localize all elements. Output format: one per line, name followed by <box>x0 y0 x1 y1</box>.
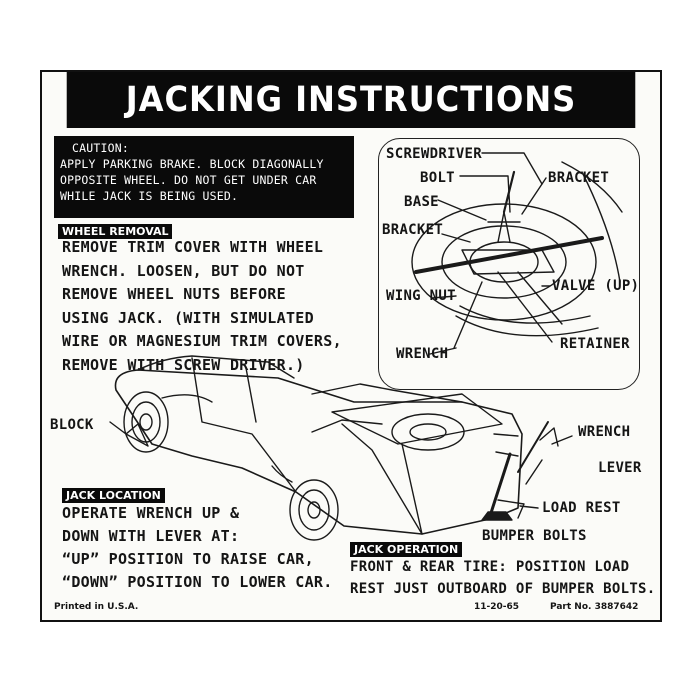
jack-location-line: DOWN WITH LEVER AT: <box>62 527 240 545</box>
caution-box: CAUTION: APPLY PARKING BRAKE. BLOCK DIAG… <box>54 136 354 218</box>
inset-jack-base <box>414 236 604 274</box>
jack-operation-line: FRONT & REAR TIRE: POSITION LOAD <box>350 559 630 575</box>
label-block: BLOCK <box>50 417 94 433</box>
leader-wing-nut <box>431 295 457 299</box>
jack-location-text: OPERATE WRENCH UP & DOWN WITH LEVER AT: … <box>62 502 333 594</box>
label-lever: LEVER <box>598 460 642 476</box>
caution-line: OPPOSITE WHEEL. DO NOT GET UNDER CAR <box>60 173 317 187</box>
label-screwdriver: SCREWDRIVER <box>386 146 483 162</box>
label-valve: VALVE (UP) <box>552 278 640 294</box>
jack-operation-line: REST JUST OUTBOARD OF BUMPER BOLTS. <box>350 581 656 597</box>
bumper-jack <box>481 421 573 521</box>
wheel-removal-heading: WHEEL REMOVAL <box>58 224 173 239</box>
leader-load-rest <box>519 505 539 509</box>
wheel-removal-line: WRENCH. LOOSEN, BUT DO NOT <box>62 261 305 280</box>
line-illustration <box>109 152 623 541</box>
label-bumper-bolts: BUMPER BOLTS <box>482 528 587 544</box>
leader-block <box>109 421 127 435</box>
jack-operation-heading: JACK OPERATION <box>350 542 463 557</box>
label-wing-nut: WING NUT <box>386 288 456 304</box>
leader-bracket-left <box>441 233 471 243</box>
part-number: Part No. 3887642 <box>550 602 639 612</box>
wheel-block <box>125 423 149 447</box>
wheel-removal-line: REMOVE TRIM COVER WITH WHEEL <box>62 238 324 256</box>
jack-operation-text: FRONT & REAR TIRE: POSITION LOAD REST JU… <box>350 556 656 600</box>
wheel-removal-line: WIRE OR MAGNESIUM TRIM COVERS, <box>62 332 342 350</box>
caution-line: WHILE JACK IS BEING USED. <box>60 189 239 203</box>
decal-title: JACKING INSTRUCTIONS <box>66 72 636 128</box>
leader-screwdriver <box>481 152 543 185</box>
jacking-instructions-decal: JACKING INSTRUCTIONS CAUTION: APPLY PARK… <box>40 70 662 622</box>
leader-wrench <box>429 347 457 355</box>
inset-spare-tire <box>411 203 597 321</box>
label-retainer: RETAINER <box>560 336 630 352</box>
car-illustration <box>109 355 523 541</box>
jack-location-line: OPERATE WRENCH UP & <box>62 504 240 522</box>
wheel-removal-text: REMOVE TRIM COVER WITH WHEEL WRENCH. LOO… <box>62 236 342 377</box>
leader-bracket-right <box>521 177 547 215</box>
label-base: BASE <box>404 194 439 210</box>
leader-retainer <box>497 271 553 343</box>
label-wrench-inset: WRENCH <box>396 346 449 362</box>
jack-location-line: “DOWN” POSITION TO LOWER CAR. <box>62 573 333 591</box>
caution-heading: CAUTION: <box>72 141 129 155</box>
wheel-removal-line: REMOVE WHEEL NUTS BEFORE <box>62 285 286 303</box>
print-date: 11-20-65 <box>474 602 520 612</box>
leader-wrench-car <box>551 435 573 445</box>
wheel-removal-line: USING JACK. (WITH SIMULATED <box>62 308 314 327</box>
jack-location-heading: JACK LOCATION <box>62 488 165 503</box>
printed-in-usa: Printed in U.S.A. <box>54 602 139 612</box>
leader-base <box>437 199 487 221</box>
label-load-rest: LOAD REST <box>542 500 621 516</box>
leader-bolt <box>459 175 511 213</box>
label-bracket-right: BRACKET <box>548 170 610 186</box>
label-wrench-car: WRENCH <box>578 424 631 440</box>
label-bolt: BOLT <box>420 170 455 186</box>
jack-location-line: “UP” POSITION TO RAISE CAR, <box>62 550 314 568</box>
label-bracket-left: BRACKET <box>382 222 444 238</box>
caution-line: APPLY PARKING BRAKE. BLOCK DIAGONALLY <box>60 157 324 171</box>
wheel-removal-line: REMOVE WITH SCREW DRIVER.) <box>62 355 305 374</box>
